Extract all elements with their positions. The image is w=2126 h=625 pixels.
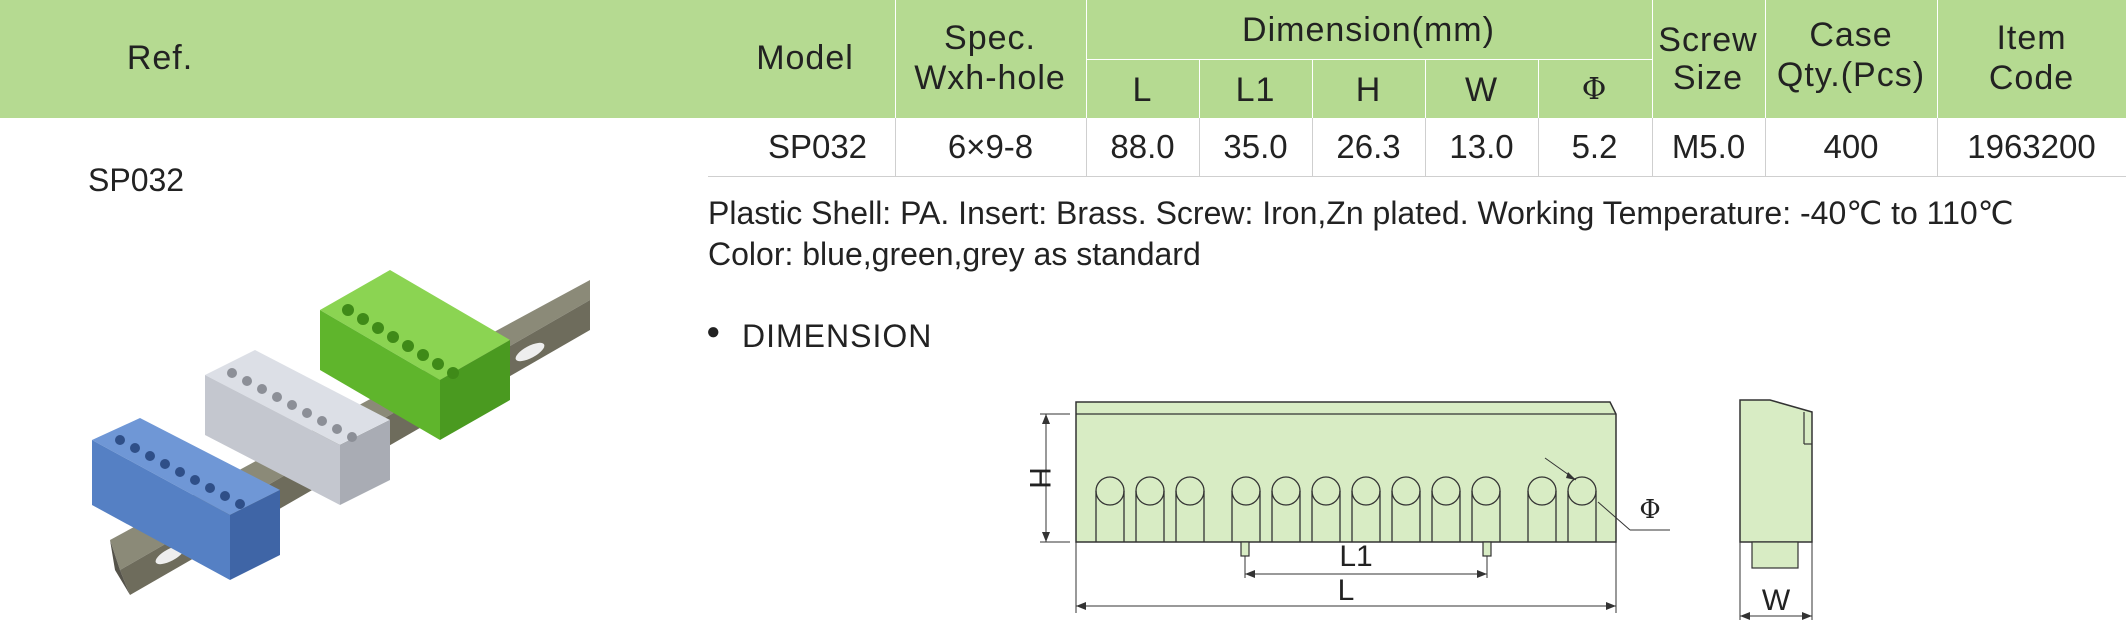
divider <box>1086 118 1087 176</box>
side-view <box>1739 399 1813 620</box>
cell-phi: 5.2 <box>1571 128 1618 165</box>
divider <box>1765 118 1766 176</box>
label-phi: Φ <box>1639 495 1660 525</box>
header-model: Model <box>756 39 854 77</box>
divider <box>1425 118 1426 176</box>
header-screw-1: Screw <box>1658 21 1758 59</box>
divider <box>1652 118 1653 176</box>
cell-H: 26.3 <box>1336 128 1401 165</box>
header-case-1: Case <box>1809 16 1893 54</box>
label-L: L <box>1338 574 1355 607</box>
header-dim-L1: L1 <box>1235 71 1276 109</box>
product-photo <box>92 270 590 595</box>
cell-spec: 6×9-8 <box>947 128 1034 165</box>
description-line-2: Color: blue,green,grey as standard <box>708 236 1201 272</box>
cell-case-qty: 400 <box>1823 128 1879 165</box>
divider <box>1199 60 1200 118</box>
header-screw-2: Size <box>1672 59 1744 97</box>
dimension-drawing: H L1 L Φ W <box>1023 399 1813 620</box>
header-dim-phi: Φ <box>1581 72 1608 107</box>
divider <box>1199 118 1200 176</box>
divider <box>895 118 896 176</box>
row-bottom-rule <box>708 176 2126 177</box>
divider <box>1937 118 1938 176</box>
header-dim-L: L <box>1132 71 1153 109</box>
divider <box>1086 59 1652 60</box>
divider <box>1312 118 1313 176</box>
header-dim-H: H <box>1355 71 1382 109</box>
header-ref: Ref. <box>126 39 194 77</box>
divider <box>1652 0 1653 118</box>
cell-screw: M5.0 <box>1671 128 1746 165</box>
header-case-2: Qty.(Pcs) <box>1776 56 1926 94</box>
divider <box>1425 60 1426 118</box>
cell-item-code: 1963200 <box>1967 128 2096 165</box>
label-W: W <box>1762 584 1791 617</box>
green-terminal-block <box>320 270 510 440</box>
ref-label: SP032 <box>88 162 185 198</box>
divider <box>1937 0 1938 118</box>
header-dimension: Dimension(mm) <box>1242 11 1495 49</box>
divider <box>1312 60 1313 118</box>
grey-terminal-block <box>205 350 390 505</box>
cell-model: SP032 <box>767 128 868 165</box>
cell-L1: 35.0 <box>1223 128 1288 165</box>
cell-W: 13.0 <box>1449 128 1514 165</box>
blue-terminal-block <box>92 418 280 580</box>
description-line-1: Plastic Shell: PA. Insert: Brass. Screw:… <box>708 195 2014 231</box>
bullet-icon: ● <box>706 318 722 345</box>
header-spec-1: Spec. <box>944 19 1036 57</box>
divider <box>1538 60 1539 118</box>
divider <box>1765 0 1766 118</box>
header-item-2: Code <box>1988 59 2075 97</box>
header-item-1: Item <box>1996 19 2067 57</box>
divider <box>1538 118 1539 176</box>
cell-L: 88.0 <box>1110 128 1175 165</box>
table-header-bar <box>0 0 2126 118</box>
label-H: H <box>1023 467 1056 489</box>
front-view <box>1075 401 1617 557</box>
divider <box>895 0 896 118</box>
header-spec-2: Wxh-hole <box>914 59 1066 97</box>
section-title: DIMENSION <box>742 318 933 354</box>
label-L1: L1 <box>1339 540 1372 573</box>
header-dim-W: W <box>1464 71 1499 109</box>
